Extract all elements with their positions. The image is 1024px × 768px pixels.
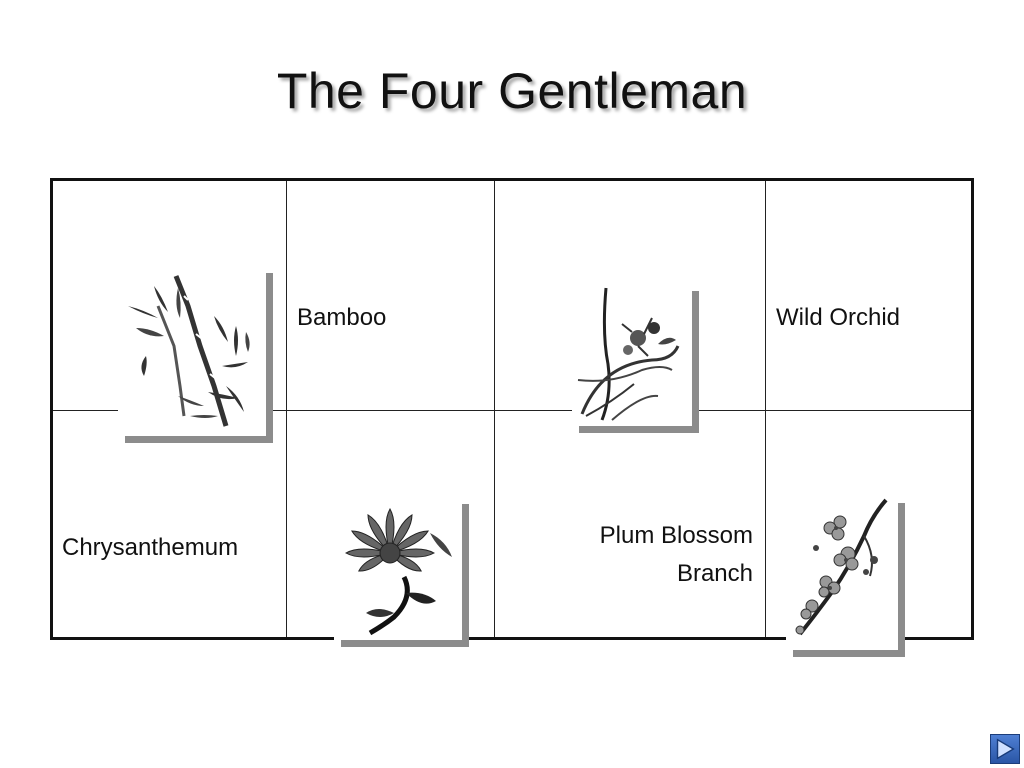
table-divider <box>53 410 971 411</box>
wild-orchid-label: Wild Orchid <box>776 304 901 331</box>
table-divider <box>494 181 495 637</box>
bamboo-icon <box>128 275 250 427</box>
table-divider <box>286 181 287 637</box>
plum-blossom-label: Plum Blossom Branch <box>494 517 753 593</box>
orchid-icon <box>577 287 680 421</box>
wild-orchid-image <box>572 284 692 426</box>
plum-blossom-image <box>786 496 898 650</box>
slide-title: The Four Gentleman <box>276 63 748 119</box>
play-triangle-icon <box>996 738 1015 760</box>
four-gentleman-table: Bamboo Wild Orchid Chrysanthemum Plum Bl… <box>50 178 974 640</box>
chrysanthemum-label: Chrysanthemum <box>62 534 239 561</box>
next-slide-button[interactable] <box>990 734 1020 764</box>
plum-blossom-icon <box>795 498 888 636</box>
bamboo-image <box>118 266 266 436</box>
plum-blossom-label-line: Branch <box>676 560 753 587</box>
plum-blossom-label-line: Plum Blossom <box>599 522 753 549</box>
chrysanthemum-icon <box>344 507 452 636</box>
chrysanthemum-image <box>334 497 462 640</box>
bamboo-label: Bamboo <box>297 304 387 331</box>
table-divider <box>765 181 766 637</box>
